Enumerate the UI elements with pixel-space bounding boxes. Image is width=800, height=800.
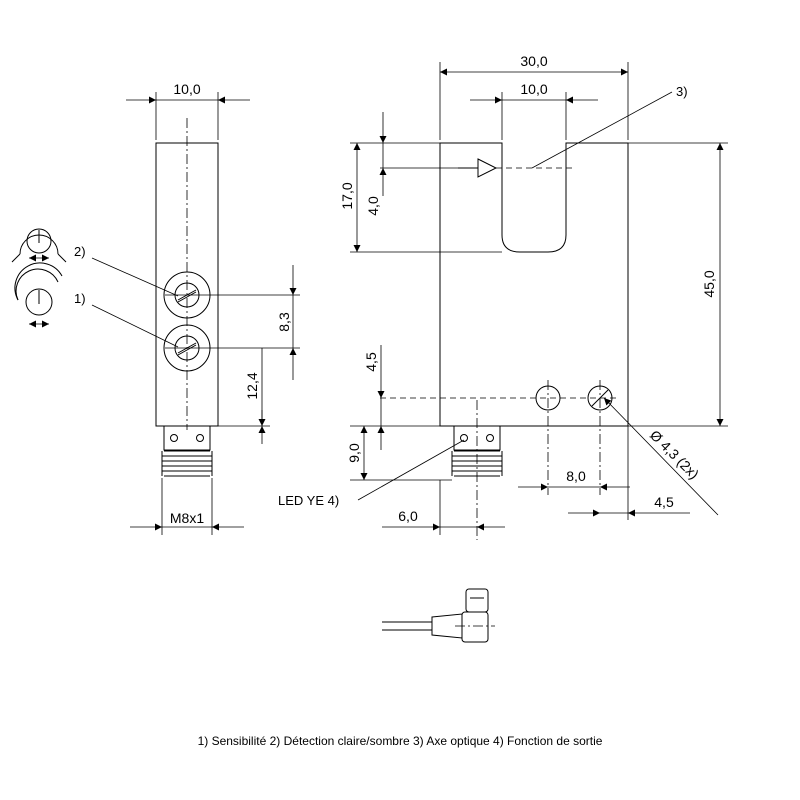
dim-hole-diameter: Ø 4,3 (2x): [647, 427, 702, 482]
sensitivity-adjust-icon: [14, 262, 63, 328]
callout-led: LED YE 4): [278, 493, 339, 508]
dim-pot-spacing: 8,3: [276, 312, 292, 332]
dim-hole-edge: 4,5: [654, 494, 674, 510]
angled-cable-connector: [382, 588, 495, 643]
m8-connector-front: [451, 400, 503, 540]
dim-connector-length: 9,0: [346, 443, 362, 463]
callout-2-side: 2): [74, 244, 86, 259]
dim-front-width: 30,0: [520, 53, 547, 69]
mounting-holes: [380, 380, 620, 495]
dim-connector-offset: 6,0: [398, 508, 418, 524]
optical-axis: [380, 158, 575, 178]
dim-slot-depth: 17,0: [339, 182, 355, 209]
dim-hole-spacing: 8,0: [566, 468, 586, 484]
dim-axis-offset: 4,0: [365, 196, 381, 216]
dim-hole-offset: 4,5: [363, 352, 379, 372]
callout-3: 3): [676, 84, 688, 99]
dim-thread: M8x1: [170, 510, 204, 526]
m8-connector-side: [161, 425, 213, 477]
side-view: 10,0 8,3 12,4 M8x1 2) 1): [11, 81, 300, 535]
dim-slot-width: 10,0: [520, 81, 547, 97]
dim-height: 45,0: [701, 270, 717, 297]
legend: 1) Sensibilité 2) Détection claire/sombr…: [197, 734, 603, 748]
dim-side-width: 10,0: [173, 81, 200, 97]
dim-pot-offset: 12,4: [244, 372, 260, 399]
front-view: 30,0 10,0 3) 17,0 4,0 45,0 4,5: [278, 53, 728, 540]
callout-1-side: 1): [74, 291, 86, 306]
light-dark-switch-icon: [11, 228, 67, 263]
